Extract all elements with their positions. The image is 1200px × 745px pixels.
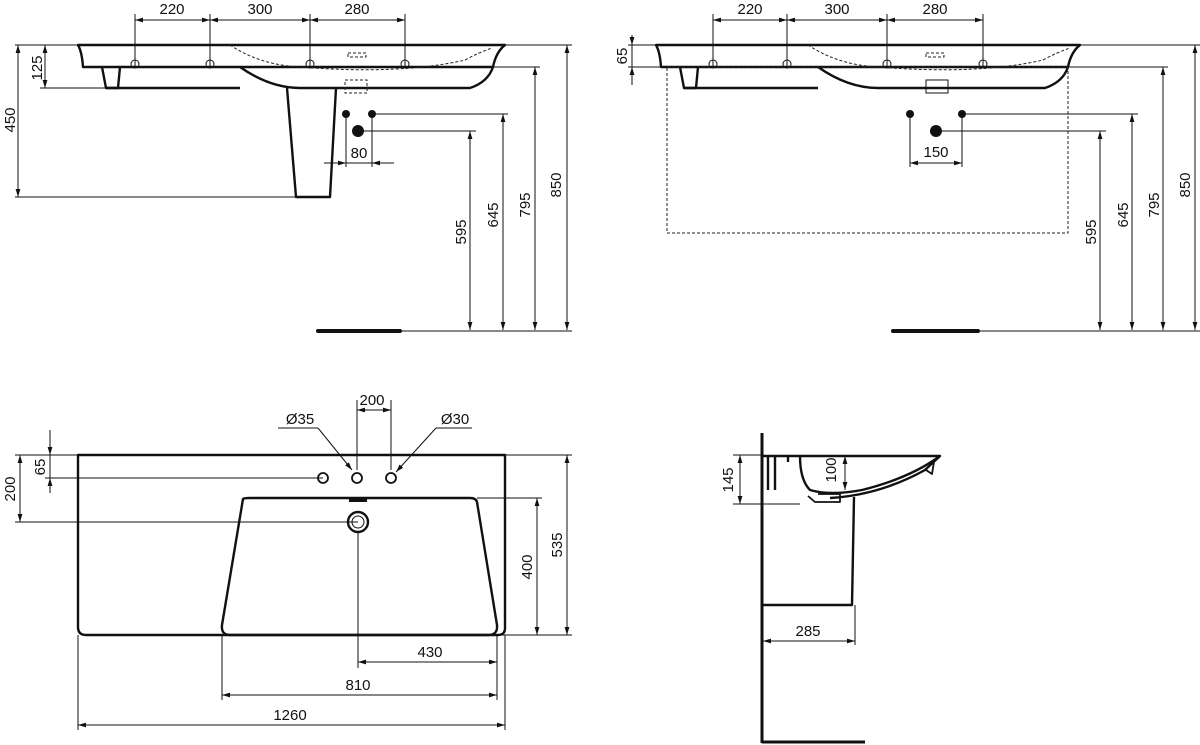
dim-label: 645 xyxy=(485,202,502,227)
dim-label: 645 xyxy=(1115,202,1132,227)
dim-label: 850 xyxy=(548,172,565,197)
dim-label: 810 xyxy=(345,677,370,694)
dim-label: 80 xyxy=(351,145,368,162)
dim-label: 300 xyxy=(247,1,272,18)
dim-label: 450 xyxy=(2,107,19,132)
overflow xyxy=(349,499,367,502)
dim-label: 200 xyxy=(2,476,19,501)
dim-label: Ø35 xyxy=(286,411,314,428)
dim-label: 1260 xyxy=(273,707,306,724)
front-view-pedestal: 220 300 280 450 125 80 595 645 795 850 xyxy=(2,1,572,333)
plan-view: 200 Ø35 Ø30 65 200 400 535 430 810 1260 xyxy=(2,392,572,730)
dim-label: 595 xyxy=(1083,219,1100,244)
dim-label: Ø30 xyxy=(441,411,469,428)
bowl-outline xyxy=(220,496,499,637)
dim-label: 220 xyxy=(159,1,184,18)
basin-rim xyxy=(76,43,507,69)
dim-label: 595 xyxy=(453,219,470,244)
dim-label: 200 xyxy=(359,392,384,409)
pedestal xyxy=(762,496,856,607)
dim-label: 150 xyxy=(923,144,948,161)
dim-label: 300 xyxy=(824,1,849,18)
dim-label: 850 xyxy=(1177,172,1194,197)
front-view-wall: 220 300 280 65 150 595 645 795 850 xyxy=(614,1,1200,333)
dim-label: 65 xyxy=(32,459,49,476)
dim-label: 100 xyxy=(823,457,840,482)
dim-label: 220 xyxy=(737,1,762,18)
basin-foot xyxy=(100,66,122,90)
dim-label: 280 xyxy=(344,1,369,18)
dim-label: 145 xyxy=(720,467,737,492)
dim-label: 65 xyxy=(614,48,631,65)
furniture-outline xyxy=(666,66,1069,234)
side-view: 145 100 285 xyxy=(720,433,942,744)
dim-label: 285 xyxy=(795,623,820,640)
dim-label: 795 xyxy=(517,192,534,217)
dim-label: 795 xyxy=(1146,192,1163,217)
dim-label: 535 xyxy=(549,532,566,557)
pedestal xyxy=(285,87,338,199)
dim-label: 400 xyxy=(519,554,536,579)
dim-label: 125 xyxy=(29,55,46,80)
basin-outline xyxy=(76,453,507,637)
bowl xyxy=(239,66,495,90)
dim-label: 430 xyxy=(417,644,442,661)
dim-label: 280 xyxy=(922,1,947,18)
